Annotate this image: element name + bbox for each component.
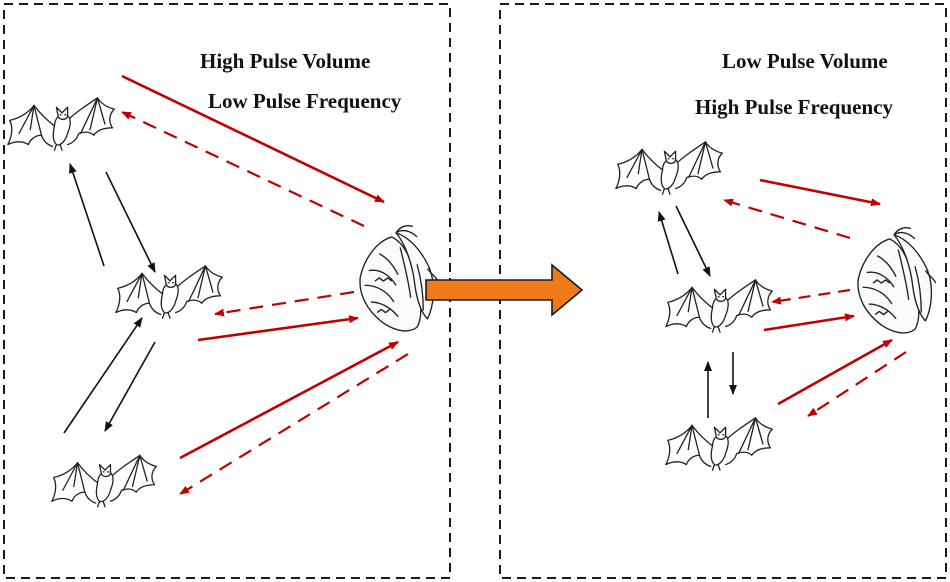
echo-pulse-arrow xyxy=(179,340,399,460)
bat-arrow xyxy=(105,171,156,273)
right-panel-volume-label: Low Pulse Volume xyxy=(722,49,888,73)
transition-arrow-icon xyxy=(425,263,584,317)
right-panel-frequency-label: High Pulse Frequency xyxy=(695,95,893,119)
echo-return-arrow xyxy=(121,111,365,227)
bat-arrow xyxy=(63,317,143,434)
bat-icon xyxy=(665,417,774,472)
bat-arrow xyxy=(69,163,105,267)
bat-icon xyxy=(615,141,724,196)
left-panel-volume-label: High Pulse Volume xyxy=(200,49,371,73)
left-panel-frequency-label: Low Pulse Frequency xyxy=(208,89,402,113)
echo-return-arrow xyxy=(723,198,851,240)
echo-pulse-arrow xyxy=(777,338,893,406)
bat-icon xyxy=(51,454,158,508)
bat-arrow xyxy=(104,341,156,432)
echo-pulse-arrow xyxy=(121,74,385,204)
echo-pulse-arrow xyxy=(763,313,855,332)
bat-icon xyxy=(665,279,774,334)
echo-return-arrow xyxy=(807,351,907,417)
echo-pulse-arrow xyxy=(759,178,881,207)
echo-return-arrow xyxy=(771,288,851,305)
bat-icon xyxy=(7,97,116,152)
moth-icon xyxy=(857,226,936,334)
bat-icon xyxy=(115,265,224,320)
echo-return-arrow xyxy=(214,290,355,317)
echo-pulse-arrow xyxy=(197,315,359,342)
moth-icon xyxy=(359,224,438,332)
echo-return-arrow xyxy=(179,353,409,495)
bat-arrow xyxy=(675,205,711,277)
bat-arrow xyxy=(657,211,679,275)
